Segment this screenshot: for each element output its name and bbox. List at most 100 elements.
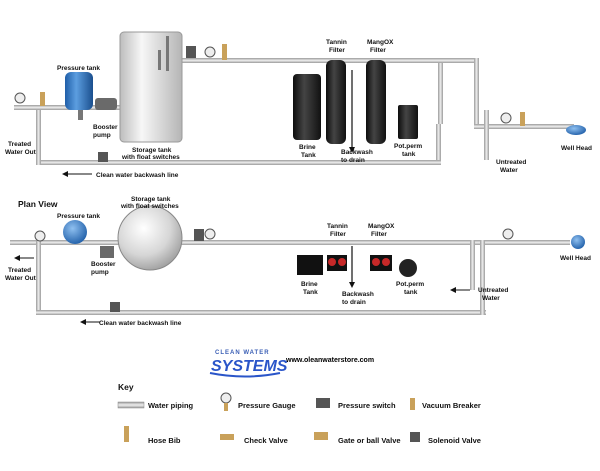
plan-well-head bbox=[571, 235, 585, 249]
pipe-well-run bbox=[474, 124, 574, 129]
pressure-gauge-right bbox=[500, 112, 512, 124]
storage-tank bbox=[119, 31, 183, 143]
plan-pressure-tank bbox=[63, 220, 87, 244]
well-head bbox=[566, 125, 586, 135]
drain-arrow bbox=[349, 147, 355, 153]
key-pressure-gauge-icon bbox=[220, 392, 232, 404]
plan-brine-tank bbox=[297, 255, 323, 275]
plan-label-pressure-tank: Pressure tank bbox=[57, 213, 100, 220]
plan-out-arrowhead bbox=[14, 255, 20, 261]
pipe-top-main bbox=[182, 58, 442, 63]
label-backwash-1: Backwash bbox=[341, 149, 373, 156]
plan-label-tannin-1: Tannin bbox=[327, 223, 348, 230]
plan-label-backwash-line: Clean water backwash line bbox=[99, 320, 182, 327]
plan-storage-tank bbox=[117, 205, 183, 271]
label-backwash-line: Clean water backwash line bbox=[96, 172, 179, 179]
elevation-view: Pressure tank Booster pump Storage tank … bbox=[5, 31, 592, 179]
plan-mangox-valve bbox=[372, 258, 380, 266]
tannin-filter-tank bbox=[326, 60, 346, 144]
pipe-top-right-drop bbox=[438, 58, 443, 124]
logo: CLEAN WATER SYSTEMS www.oleanwaterstore.… bbox=[209, 350, 374, 378]
plan-label-storage-1: Storage tank bbox=[131, 196, 171, 203]
plan-label-treated-2: Water Out bbox=[5, 275, 37, 282]
pipe-to-well bbox=[474, 58, 479, 124]
legend-key: Key Water piping Pressure Gauge Pressure… bbox=[117, 382, 481, 445]
key-hose-bib-icon bbox=[124, 426, 129, 442]
plan-label-brine-2: Tank bbox=[303, 289, 318, 296]
plan-pipe-left-riser bbox=[36, 240, 41, 315]
plan-tannin-valve bbox=[328, 258, 336, 266]
plan-view: Plan View bbox=[5, 196, 591, 327]
label-tannin-1: Tannin bbox=[326, 39, 347, 46]
plan-label-storage-2: with float switches bbox=[120, 203, 179, 210]
logo-top: CLEAN WATER bbox=[215, 350, 270, 356]
pipe-backwash-line bbox=[36, 160, 441, 165]
plan-solenoid-backwash bbox=[110, 302, 120, 312]
key-solenoid-valve: Solenoid Valve bbox=[428, 436, 481, 445]
logo-main: SYSTEMS bbox=[211, 358, 288, 375]
backwash-arrowhead bbox=[62, 171, 68, 177]
plan-mangox-valve-2 bbox=[382, 258, 390, 266]
label-well-head: Well Head bbox=[561, 145, 592, 152]
pressure-tank-leg bbox=[78, 110, 83, 120]
pressure-gauge bbox=[204, 46, 216, 58]
hose-bib-right bbox=[520, 112, 525, 126]
key-vacuum-breaker-icon bbox=[410, 398, 415, 410]
label-storage-tank-1: Storage tank bbox=[132, 147, 172, 154]
plan-pipe-main bbox=[10, 240, 570, 245]
label-storage-tank-2: with float switches bbox=[121, 154, 180, 161]
label-potperm-2: tank bbox=[402, 151, 416, 158]
plan-in-arrowhead bbox=[450, 287, 456, 293]
plan-label-brine-1: Brine bbox=[301, 281, 318, 288]
plan-solenoid-valve bbox=[194, 229, 204, 241]
pressure-gauge-left bbox=[14, 92, 26, 104]
hose-bib-left bbox=[40, 92, 45, 106]
logo-swoosh bbox=[209, 372, 281, 378]
plan-gauge-right bbox=[502, 228, 514, 240]
plan-label-booster-2: pump bbox=[91, 269, 109, 276]
plan-pipe-untreated bbox=[470, 240, 475, 290]
key-water-piping: Water piping bbox=[148, 401, 194, 410]
mangox-filter-tank bbox=[366, 60, 386, 144]
plan-label-mangox-2: Filter bbox=[371, 231, 387, 238]
plan-booster-pump bbox=[100, 246, 114, 258]
plan-label-backwash-1: Backwash bbox=[342, 291, 374, 298]
plan-tannin-valve-2 bbox=[338, 258, 346, 266]
solenoid-valve bbox=[186, 46, 196, 58]
key-pressure-switch-icon bbox=[316, 398, 330, 408]
plan-label-untreated-2: Water bbox=[482, 295, 500, 302]
key-pressure-switch: Pressure switch bbox=[338, 401, 396, 410]
plan-label-backwash-2: to drain bbox=[342, 299, 366, 306]
plan-backwash-arrowhead bbox=[80, 319, 86, 325]
float-switch-2 bbox=[158, 50, 161, 70]
vacuum-breaker bbox=[222, 44, 227, 60]
key-title: Key bbox=[118, 382, 134, 392]
plan-label-untreated-1: Untreated bbox=[478, 287, 508, 294]
plan-pot-perm-tank bbox=[399, 259, 417, 277]
key-hose-bib: Hose Bib bbox=[148, 436, 181, 445]
float-switch bbox=[166, 36, 169, 71]
label-pressure-tank: Pressure tank bbox=[57, 65, 100, 72]
label-tannin-2: Filter bbox=[329, 47, 345, 54]
label-potperm-1: Pot.perm bbox=[394, 143, 422, 150]
key-pressure-gauge-stem bbox=[224, 403, 228, 411]
key-check-valve-icon bbox=[220, 434, 234, 440]
key-water-piping-swatch bbox=[117, 401, 145, 409]
pipe-right-return bbox=[436, 124, 441, 160]
label-treated-2: Water Out bbox=[5, 149, 37, 156]
pressure-tank bbox=[65, 72, 93, 110]
pipe-top-right-run bbox=[438, 58, 478, 63]
plan-drain-arrow bbox=[349, 282, 355, 288]
label-booster-pump-1: Booster bbox=[93, 124, 118, 131]
label-backwash-2: to drain bbox=[341, 157, 365, 164]
label-mangox-1: MangOX bbox=[367, 39, 394, 46]
key-gate-valve: Gate or ball Valve bbox=[338, 436, 401, 445]
label-booster-pump-2: pump bbox=[93, 132, 111, 139]
solenoid-valve-backwash bbox=[98, 152, 108, 162]
plan-gauge-left bbox=[34, 230, 46, 242]
logo-url: www.oleanwaterstore.com bbox=[285, 357, 374, 364]
key-gate-valve-icon bbox=[314, 432, 328, 440]
key-solenoid-valve-icon bbox=[410, 432, 420, 442]
plan-label-tannin-2: Filter bbox=[330, 231, 346, 238]
